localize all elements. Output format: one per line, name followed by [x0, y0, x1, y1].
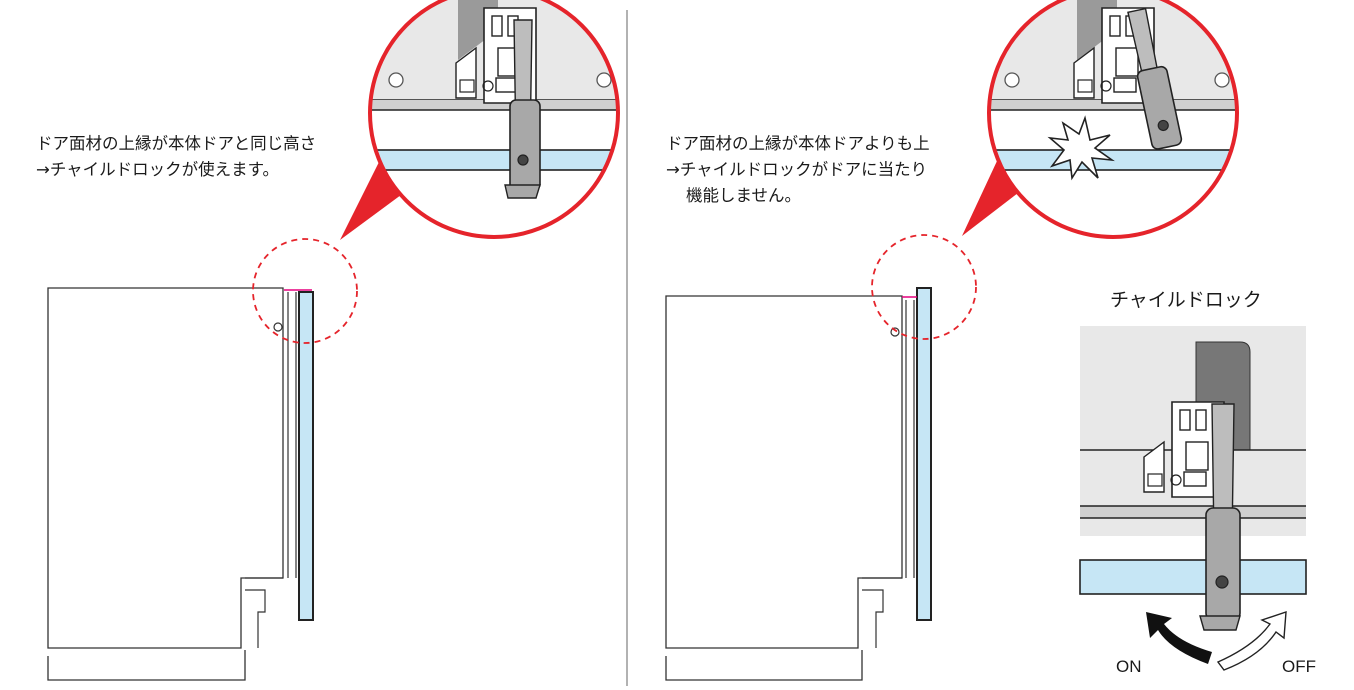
left-caption-line1: ドア面材の上縁が本体ドアと同じ高さ — [36, 134, 317, 153]
left-caption-line2: →チャイルドロックが使えます。 — [36, 160, 280, 179]
off-arrow-icon — [1216, 611, 1287, 671]
left-focus-circle — [252, 238, 358, 344]
collision-burst-icon — [1047, 115, 1115, 181]
right-caption-line1: ドア面材の上縁が本体ドアよりも上 — [666, 134, 930, 153]
right-zoom-callout — [987, 0, 1239, 239]
left-zoom-callout — [368, 0, 620, 239]
right-dishwasher-side-view — [665, 287, 932, 681]
right-caption: ドア面材の上縁が本体ドアよりも上 →チャイルドロックがドアに当たり 機能しません… — [666, 131, 930, 209]
child-lock-title: チャイルドロック — [1110, 289, 1262, 311]
on-arrow-icon — [1146, 612, 1212, 664]
left-dishwasher-side-view — [47, 287, 314, 681]
on-label: ON — [1116, 657, 1142, 676]
off-label: OFF — [1282, 657, 1316, 676]
right-caption-line2: →チャイルドロックがドアに当たり — [666, 160, 928, 179]
child-lock-detail — [1079, 326, 1307, 671]
right-focus-circle — [871, 234, 977, 340]
right-caption-line3: 機能しません。 — [686, 186, 802, 205]
left-caption: ドア面材の上縁が本体ドアと同じ高さ →チャイルドロックが使えます。 — [36, 131, 316, 183]
